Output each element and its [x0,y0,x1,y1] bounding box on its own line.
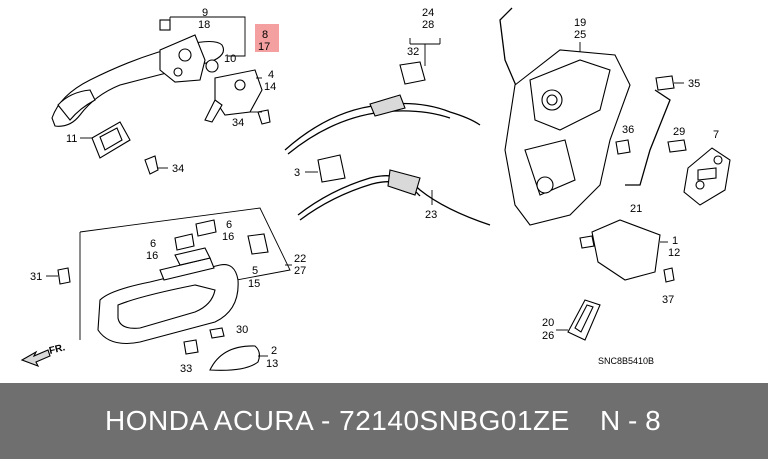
callout-2: 2 [271,345,277,357]
callout-4: 4 [268,69,274,81]
footer-bar: HONDA ACURA - 72140SNBG01ZE N - 8 [0,383,768,459]
drawing-code: SNC8B5410B [598,356,654,366]
callout-9: 9 [202,7,208,19]
callout-16-upper: 16 [222,231,234,243]
callout-22: 22 [294,253,306,265]
callout-21: 21 [630,203,642,215]
highlight-box [255,24,279,52]
callout-12: 12 [668,247,680,259]
cable-group [284,38,491,226]
callout-15: 15 [248,278,260,290]
callout-31: 31 [30,271,42,283]
callout-8: 8 [262,29,268,41]
callout-19: 19 [574,17,586,29]
callout-20: 20 [542,317,554,329]
callout-23: 23 [425,209,437,221]
callout-6-lower: 6 [150,238,156,250]
callout-34-lower: 34 [172,163,184,175]
direction-label: FR. [48,342,67,357]
callout-34-upper: 34 [232,117,244,129]
parts-diagram: 9 18 8 17 10 4 14 34 11 34 24 28 32 3 23… [20,7,731,375]
callout-1: 1 [672,235,678,247]
lock-actuator-group [499,7,731,341]
callout-25: 25 [574,29,586,41]
callout-32: 32 [407,46,419,58]
direction-arrow-icon [20,349,51,368]
callout-27: 27 [294,265,306,277]
callout-7: 7 [713,129,719,141]
callout-35: 35 [688,78,700,90]
callout-26: 26 [542,330,554,342]
callout-11: 11 [66,133,77,145]
callout-5: 5 [252,265,258,277]
callout-6-upper: 6 [226,219,232,231]
outer-handle-group [51,16,271,175]
part-number-title: HONDA ACURA - 72140SNBG01ZE [105,405,570,436]
page-reference: N - 8 [600,405,661,436]
inner-handle-group [20,207,292,371]
callout-10: 10 [224,53,236,65]
callout-14: 14 [264,81,276,93]
callout-28: 28 [422,19,434,31]
callout-18: 18 [198,19,210,31]
callout-13: 13 [266,358,278,370]
callout-30: 30 [236,324,248,336]
callout-37: 37 [662,294,674,306]
callout-29: 29 [673,126,685,138]
callout-16-lower: 16 [146,250,158,262]
callout-17: 17 [258,41,270,53]
callout-3: 3 [294,167,300,179]
callout-36: 36 [622,124,634,136]
callout-24: 24 [422,7,434,19]
callout-33: 33 [180,363,192,375]
